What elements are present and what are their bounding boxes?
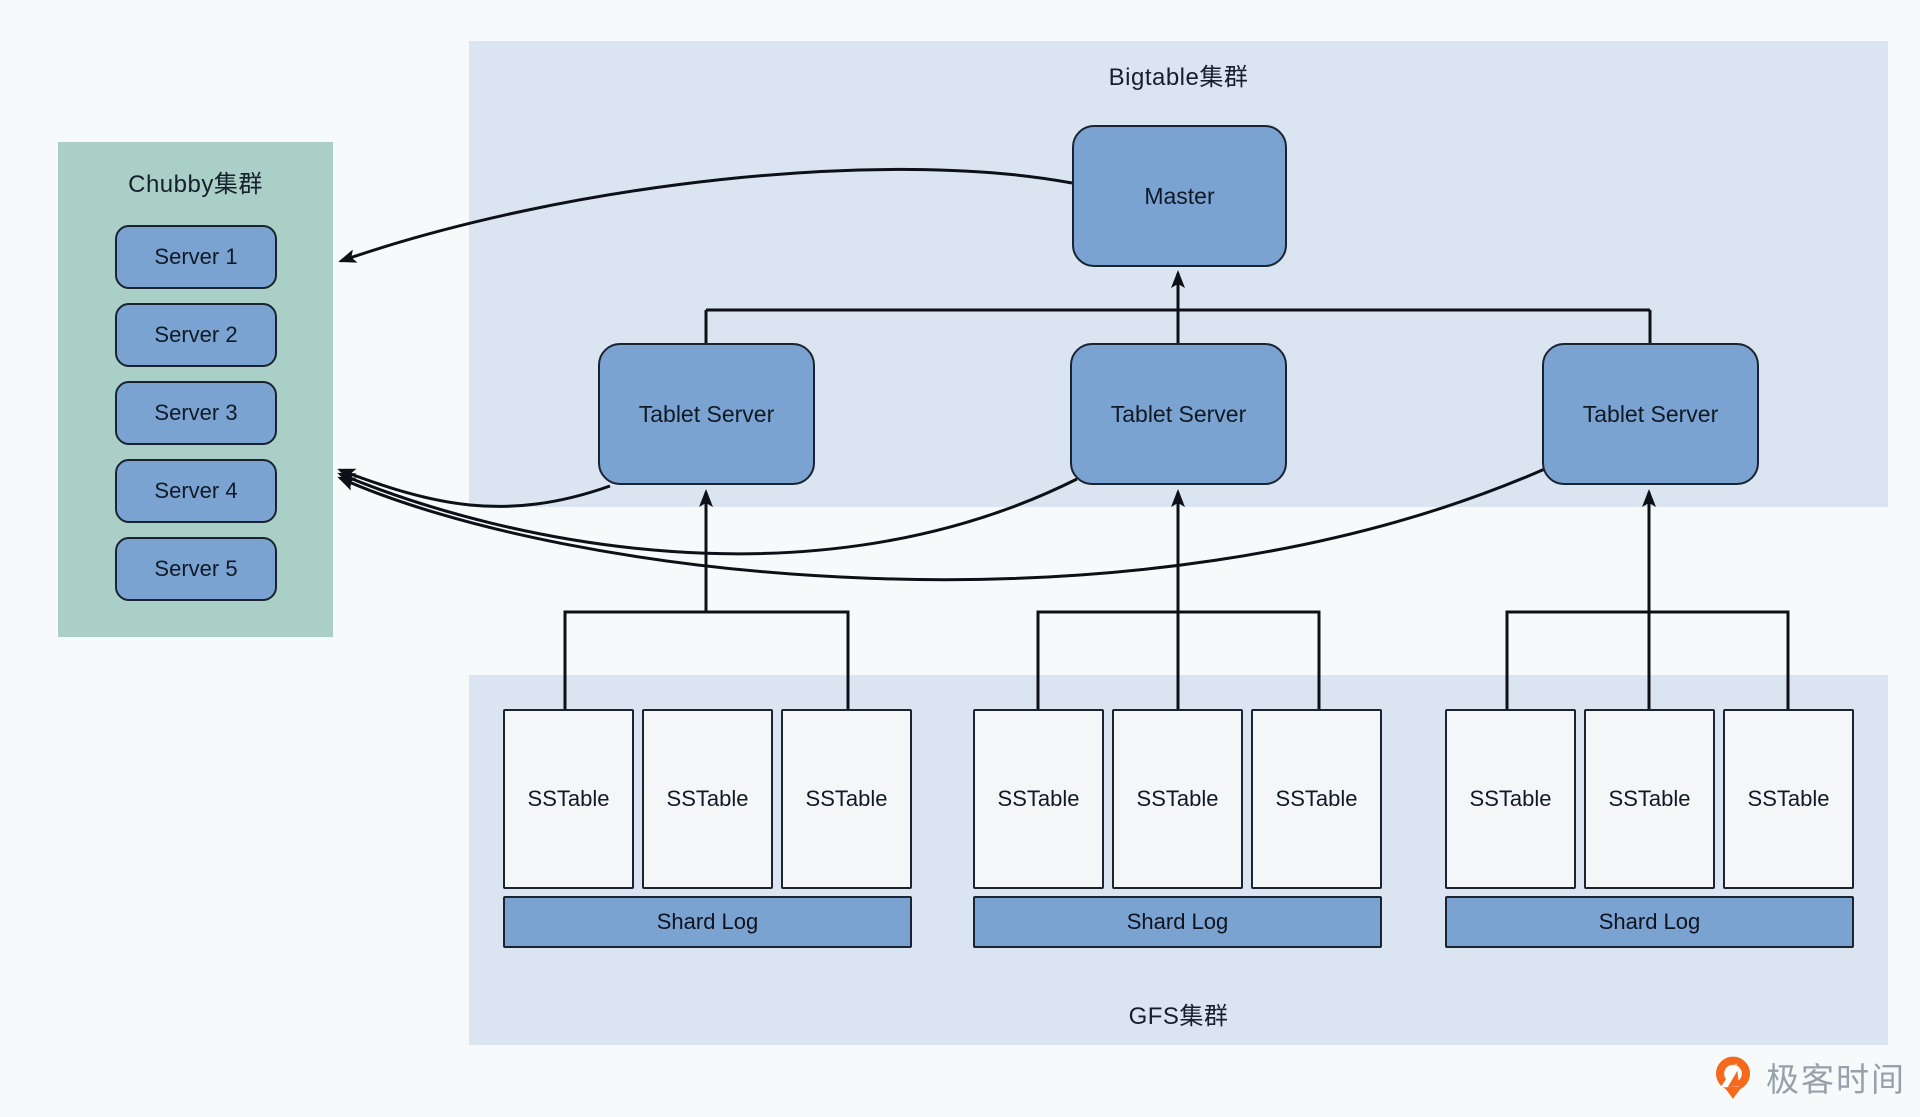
tablet-server-2: Tablet Server (1070, 343, 1287, 485)
chubby-server-3: Server 3 (115, 381, 277, 445)
chubby-cluster-title: Chubby集群 (128, 171, 263, 198)
tablet-server-1: Tablet Server (598, 343, 815, 485)
sstable-2-2: SSTable (1112, 709, 1243, 889)
shard-log-3: Shard Log (1445, 896, 1854, 948)
sstable-1-3: SSTable (781, 709, 912, 889)
sstable-3-1: SSTable (1445, 709, 1576, 889)
master-node: Master (1072, 125, 1287, 267)
sstable-1-2: SSTable (642, 709, 773, 889)
sstable-3-2: SSTable (1584, 709, 1715, 889)
watermark: 极客时间 (1710, 1053, 1906, 1101)
watermark-brand-text: 极客时间 (1766, 1061, 1906, 1098)
chubby-server-5: Server 5 (115, 537, 277, 601)
tablet-server-3: Tablet Server (1542, 343, 1759, 485)
chubby-server-4: Server 4 (115, 459, 277, 523)
shard-log-1: Shard Log (503, 896, 912, 948)
sstable-2-1: SSTable (973, 709, 1104, 889)
chubby-server-2: Server 2 (115, 303, 277, 367)
geektime-logo-icon (1710, 1054, 1756, 1100)
sstable-1-1: SSTable (503, 709, 634, 889)
sstable-3-3: SSTable (1723, 709, 1854, 889)
chubby-server-1: Server 1 (115, 225, 277, 289)
bigtable-cluster-title: Bigtable集群 (1108, 64, 1249, 91)
gfs-cluster-title: GFS集群 (1128, 1003, 1229, 1030)
sstable-2-3: SSTable (1251, 709, 1382, 889)
shard-log-2: Shard Log (973, 896, 1382, 948)
